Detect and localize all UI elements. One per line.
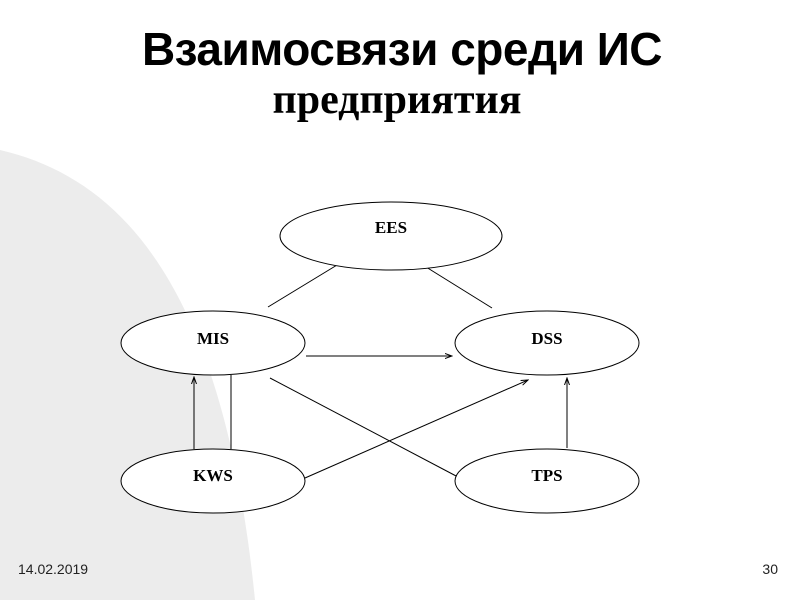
node-tps: TPS bbox=[454, 448, 640, 514]
slide-title-line1: Взаимосвязи среди ИС bbox=[141, 23, 663, 75]
node-ees-label: EES bbox=[375, 218, 407, 237]
node-mis-label: MIS bbox=[197, 329, 229, 348]
footer-date: 14.02.2019 bbox=[18, 561, 89, 577]
node-kws-label: KWS bbox=[193, 466, 233, 485]
node-dss-label: DSS bbox=[531, 329, 562, 348]
connector-ees-dss bbox=[417, 261, 493, 309]
node-dss: DSS bbox=[454, 310, 640, 376]
slide-title-line2: предприятия bbox=[272, 77, 522, 123]
node-tps-label: TPS bbox=[531, 466, 562, 485]
footer-page-number: 30 bbox=[762, 561, 778, 577]
connector-mis-ees bbox=[267, 261, 343, 308]
node-kws: KWS bbox=[120, 448, 306, 514]
node-ees: EES bbox=[279, 201, 503, 271]
connector-mis-tps bbox=[269, 377, 459, 478]
arrow-kws-to-dss bbox=[304, 380, 528, 479]
node-mis: MIS bbox=[120, 310, 306, 376]
